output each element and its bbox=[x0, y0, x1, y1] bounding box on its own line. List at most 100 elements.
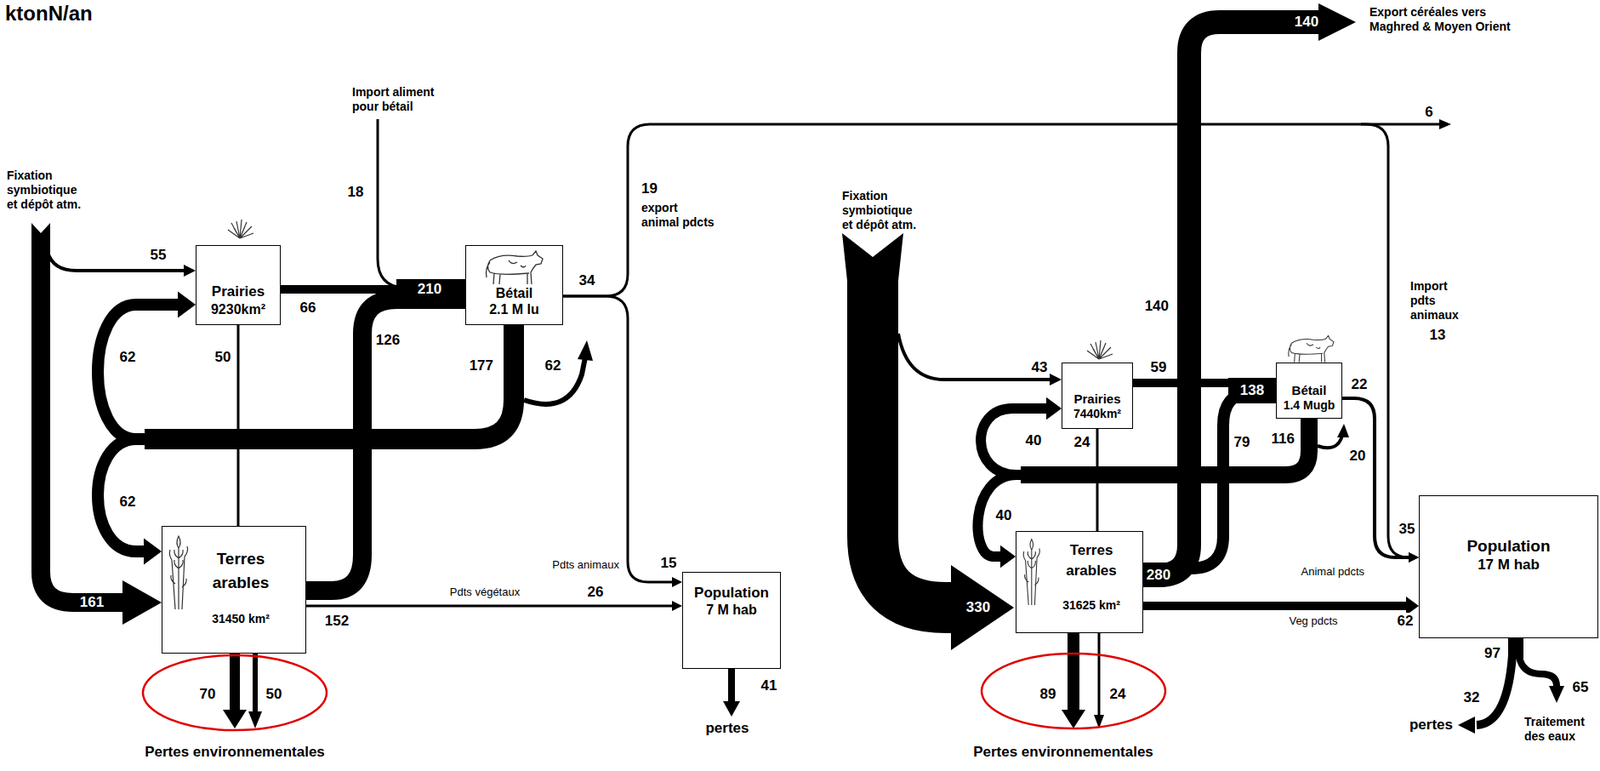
flow-connector bbox=[97, 291, 515, 439]
manure-trunk bbox=[1020, 418, 1310, 475]
flow-line bbox=[1143, 392, 1276, 569]
fixation-head bbox=[950, 564, 1014, 650]
flow-label: 18 bbox=[346, 183, 366, 201]
box-detail: 7440km² bbox=[1073, 406, 1122, 422]
box-title: Bétail bbox=[495, 284, 534, 302]
flow-label: export animal pdcts bbox=[639, 200, 720, 230]
flow-box: Population7 M hab bbox=[682, 571, 781, 669]
flow-box: Population17 M hab bbox=[1418, 495, 1599, 638]
arrow-head bbox=[143, 538, 162, 565]
flow-label: 138 bbox=[1238, 381, 1266, 399]
flow-label: Pdts végétaux bbox=[448, 585, 522, 599]
flow-label: 97 bbox=[1482, 644, 1503, 662]
box-title: Population bbox=[1466, 536, 1550, 557]
flow-box: Bétail2.1 M lu bbox=[465, 244, 564, 325]
flow-label: Animal pdcts bbox=[1299, 564, 1367, 579]
arrow-head bbox=[671, 576, 683, 587]
flow-label: 280 bbox=[1144, 566, 1173, 584]
treatment-head bbox=[1548, 685, 1565, 703]
flow-label: pertes bbox=[1407, 716, 1455, 734]
box-title: Terres arables bbox=[189, 546, 292, 595]
flow-value: 13 bbox=[1428, 326, 1448, 344]
arrow-head bbox=[1000, 545, 1016, 568]
loss-ellipse bbox=[142, 654, 327, 730]
arrow-head bbox=[671, 600, 683, 611]
flow-label: 19 bbox=[639, 180, 660, 198]
flow-label: 20 bbox=[1348, 447, 1368, 465]
flow-line bbox=[1096, 428, 1099, 531]
feed-import-line bbox=[377, 119, 404, 288]
flow-label: 65 bbox=[1571, 678, 1591, 696]
fixation-flow bbox=[872, 272, 957, 608]
flow-value: 26 bbox=[586, 583, 606, 601]
loss-arrow bbox=[1098, 632, 1101, 717]
flow-connector bbox=[563, 296, 683, 587]
flow-connector bbox=[978, 418, 1310, 568]
arrow-head bbox=[1046, 397, 1062, 420]
export-head bbox=[1439, 119, 1452, 130]
flow-label: 89 bbox=[1038, 685, 1059, 703]
flow-label: 22 bbox=[1349, 375, 1370, 393]
grass-icon bbox=[227, 219, 254, 239]
flow-line bbox=[978, 418, 1310, 557]
volatilization-curl bbox=[523, 357, 586, 405]
box-title: Bétail bbox=[1292, 382, 1327, 399]
flow-label: 140 bbox=[1143, 297, 1171, 315]
flow-connector bbox=[980, 397, 1310, 475]
flow-label: 152 bbox=[323, 612, 351, 630]
fixation-branch-head bbox=[183, 264, 196, 277]
treatment-flow bbox=[1519, 656, 1557, 686]
flow-label: pertes bbox=[703, 719, 751, 737]
flow-value: 126 bbox=[374, 331, 402, 349]
flow-label: 43 bbox=[1030, 358, 1050, 376]
population-loss bbox=[728, 668, 735, 703]
loss-head bbox=[222, 709, 247, 729]
population-loss-head bbox=[1457, 716, 1475, 734]
flow-label: Pertes environnementales bbox=[142, 743, 327, 761]
flow-value: 66 bbox=[298, 299, 319, 317]
loss-arrow bbox=[1067, 632, 1080, 712]
flow-label: Export céréales vers Maghred & Moyen Ori… bbox=[1367, 5, 1521, 35]
box-detail: 7 M hab bbox=[706, 601, 758, 618]
flow-value: 24 bbox=[1072, 433, 1093, 451]
flow-line bbox=[97, 324, 515, 552]
flow-connector bbox=[563, 124, 1419, 563]
flow-connector bbox=[1143, 596, 1419, 615]
box-title: Terres arables bbox=[1048, 540, 1134, 581]
flow-connector bbox=[238, 324, 240, 526]
flow-box: Bétail1.4 Mugb bbox=[1275, 362, 1343, 419]
flow-label: 34 bbox=[577, 272, 598, 290]
population-loss bbox=[1476, 654, 1513, 725]
flow-value: 15 bbox=[659, 554, 679, 572]
flow-label: 62 bbox=[543, 357, 564, 375]
flow-label: Fixation symbiotique et dépôt atm. bbox=[840, 188, 923, 232]
flow-value: 62 bbox=[118, 348, 138, 366]
cow-icon bbox=[486, 250, 544, 285]
flow-label: Import pdts animaux bbox=[1408, 279, 1465, 322]
loss-head bbox=[248, 711, 262, 729]
flow-label: 24 bbox=[1108, 685, 1128, 703]
box-detail: 31450 km² bbox=[211, 611, 270, 627]
flow-label: 41 bbox=[759, 677, 780, 695]
arrow-head bbox=[1408, 552, 1419, 563]
arrow-head bbox=[1408, 552, 1419, 563]
flow-line bbox=[980, 408, 1310, 475]
flow-connector bbox=[1097, 428, 1099, 531]
flow-label: Fixation symbiotique et dépôt atm. bbox=[5, 168, 87, 211]
flow-value: 35 bbox=[1397, 520, 1418, 538]
flow-line bbox=[306, 604, 672, 608]
flow-value: 62 bbox=[118, 493, 138, 511]
flow-line bbox=[1143, 601, 1407, 610]
flow-line bbox=[563, 124, 1409, 558]
flow-connector bbox=[306, 600, 683, 611]
loss-arrow bbox=[229, 653, 240, 712]
flow-label: Pertes environnementales bbox=[971, 743, 1156, 761]
box-detail: 9230km² bbox=[210, 301, 266, 318]
grass-icon bbox=[1087, 340, 1113, 359]
flow-value: 59 bbox=[1149, 358, 1169, 376]
flow-label: Traitement des eaux bbox=[1522, 714, 1598, 744]
flow-value: 50 bbox=[213, 348, 234, 366]
flow-label: 70 bbox=[198, 685, 218, 703]
flow-value: 40 bbox=[994, 506, 1014, 524]
